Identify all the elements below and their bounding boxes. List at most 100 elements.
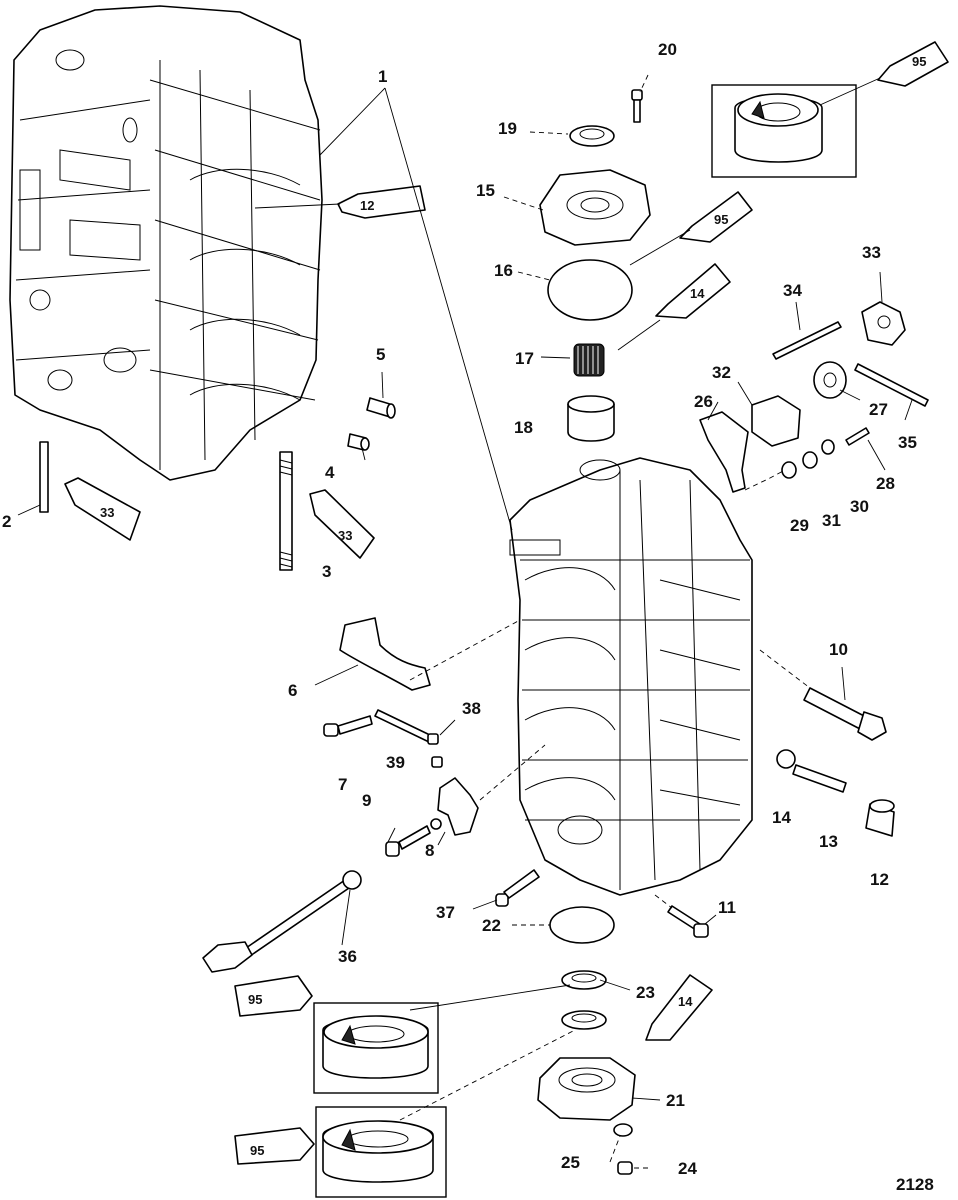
part-16-o-ring bbox=[547, 259, 633, 321]
label-16: 16 bbox=[494, 261, 513, 280]
label-30: 30 bbox=[850, 497, 869, 516]
part-6-bearing-cap bbox=[339, 617, 431, 691]
part-21-housing bbox=[537, 1057, 636, 1121]
figure-number: 2128 bbox=[896, 1175, 934, 1194]
part-26-bracket bbox=[699, 411, 749, 493]
crankcase-left-half bbox=[9, 5, 323, 481]
label-39: 39 bbox=[386, 753, 405, 772]
part-2-stud bbox=[39, 441, 49, 513]
label-32: 32 bbox=[712, 363, 731, 382]
label-10: 10 bbox=[829, 640, 848, 659]
label-19: 19 bbox=[498, 119, 517, 138]
part-34-screw bbox=[772, 321, 842, 360]
part-3-stud bbox=[279, 451, 293, 571]
part-27-pulley bbox=[813, 361, 847, 399]
part-8-bracket bbox=[430, 777, 479, 836]
label-34: 34 bbox=[783, 281, 802, 300]
part-bolt-left bbox=[323, 715, 373, 737]
tube-95-lower-b-label: 95 bbox=[250, 1143, 264, 1158]
label-9: 9 bbox=[362, 791, 371, 810]
part-12-bushing bbox=[865, 799, 895, 837]
label-25: 25 bbox=[561, 1153, 580, 1172]
part-36-ground-strap bbox=[202, 870, 362, 973]
leader-lines bbox=[17, 74, 913, 1169]
tube-95-top-label: 95 bbox=[912, 54, 926, 69]
tube-95-top: 95 bbox=[877, 41, 949, 87]
tube-95-lower-b: 95 bbox=[234, 1127, 315, 1165]
label-1: 1 bbox=[378, 67, 387, 86]
tube-14-bottom: 14 bbox=[645, 974, 713, 1041]
tube-95-mid: 95 bbox=[679, 191, 753, 243]
label-6: 6 bbox=[288, 681, 297, 700]
label-21: 21 bbox=[666, 1091, 685, 1110]
part-20-screw bbox=[631, 89, 643, 123]
part-35-rod bbox=[854, 363, 929, 407]
part-5-dowel bbox=[366, 397, 396, 419]
part-30-washer bbox=[821, 439, 835, 455]
part-24-screw bbox=[617, 1161, 633, 1175]
label-11: 11 bbox=[718, 898, 736, 917]
part-33-bracket bbox=[861, 301, 906, 346]
label-27: 27 bbox=[869, 400, 888, 419]
tube-14-bottom-label: 14 bbox=[678, 994, 693, 1009]
label-37: 37 bbox=[436, 903, 455, 922]
label-2: 2 bbox=[2, 512, 11, 531]
part-19-seal bbox=[569, 125, 615, 147]
label-5: 5 bbox=[376, 345, 385, 364]
label-35: 35 bbox=[898, 433, 917, 452]
label-3: 3 bbox=[322, 562, 331, 581]
label-31: 31 bbox=[822, 511, 841, 530]
tube-12: 12 bbox=[337, 185, 426, 219]
tube-95-lower-a: 95 bbox=[234, 975, 313, 1017]
part-9-screw bbox=[385, 825, 431, 857]
part-15-housing bbox=[539, 169, 651, 246]
label-12: 12 bbox=[870, 870, 889, 889]
part-31-washer bbox=[802, 451, 818, 469]
tube-95-mid-label: 95 bbox=[714, 212, 728, 227]
part-28-screw bbox=[845, 427, 870, 446]
part-22-o-ring bbox=[549, 906, 615, 944]
part-10-bolt bbox=[803, 687, 887, 741]
label-17: 17 bbox=[515, 349, 534, 368]
label-14: 14 bbox=[772, 808, 791, 827]
label-28: 28 bbox=[876, 474, 895, 493]
part-11-bolt bbox=[667, 905, 709, 938]
part-23-seals bbox=[561, 970, 607, 1030]
label-29: 29 bbox=[790, 516, 809, 535]
label-24: 24 bbox=[678, 1159, 697, 1178]
cylinder-block bbox=[509, 457, 753, 896]
part-4-dowel bbox=[347, 433, 370, 451]
part-37-bolt bbox=[495, 869, 540, 907]
part-32-block bbox=[751, 395, 801, 447]
label-7: 7 bbox=[338, 775, 347, 794]
tube-33-a-label: 33 bbox=[100, 505, 114, 520]
label-36: 36 bbox=[338, 947, 357, 966]
part-38-bolt bbox=[374, 709, 439, 745]
part-13-bolt bbox=[776, 749, 847, 793]
inset-seal-bottom bbox=[315, 1106, 447, 1198]
label-26: 26 bbox=[694, 392, 713, 411]
tube-14-top: 14 bbox=[655, 263, 731, 319]
part-25-washer bbox=[613, 1123, 633, 1137]
part-18-sleeve bbox=[567, 395, 615, 442]
inset-seal-top bbox=[711, 84, 857, 178]
label-20: 20 bbox=[658, 40, 677, 59]
part-labels: 1 2 3 4 5 6 7 8 9 10 11 12 13 14 15 16 1… bbox=[2, 40, 917, 1178]
tube-33-b-label: 33 bbox=[338, 528, 352, 543]
tube-14-top-label: 14 bbox=[690, 286, 705, 301]
label-4: 4 bbox=[325, 463, 335, 482]
part-17-needle-bearing bbox=[573, 343, 605, 377]
label-8: 8 bbox=[425, 841, 434, 860]
tube-33-a: 33 bbox=[64, 477, 141, 541]
part-29-nut bbox=[781, 461, 797, 479]
tube-12-label: 12 bbox=[360, 198, 374, 213]
label-33: 33 bbox=[862, 243, 881, 262]
tube-95-lower-a-label: 95 bbox=[248, 992, 262, 1007]
label-38: 38 bbox=[462, 699, 481, 718]
label-22: 22 bbox=[482, 916, 501, 935]
part-39-nut bbox=[431, 756, 443, 768]
label-23: 23 bbox=[636, 983, 655, 1002]
inset-seal-mid bbox=[313, 1002, 439, 1094]
